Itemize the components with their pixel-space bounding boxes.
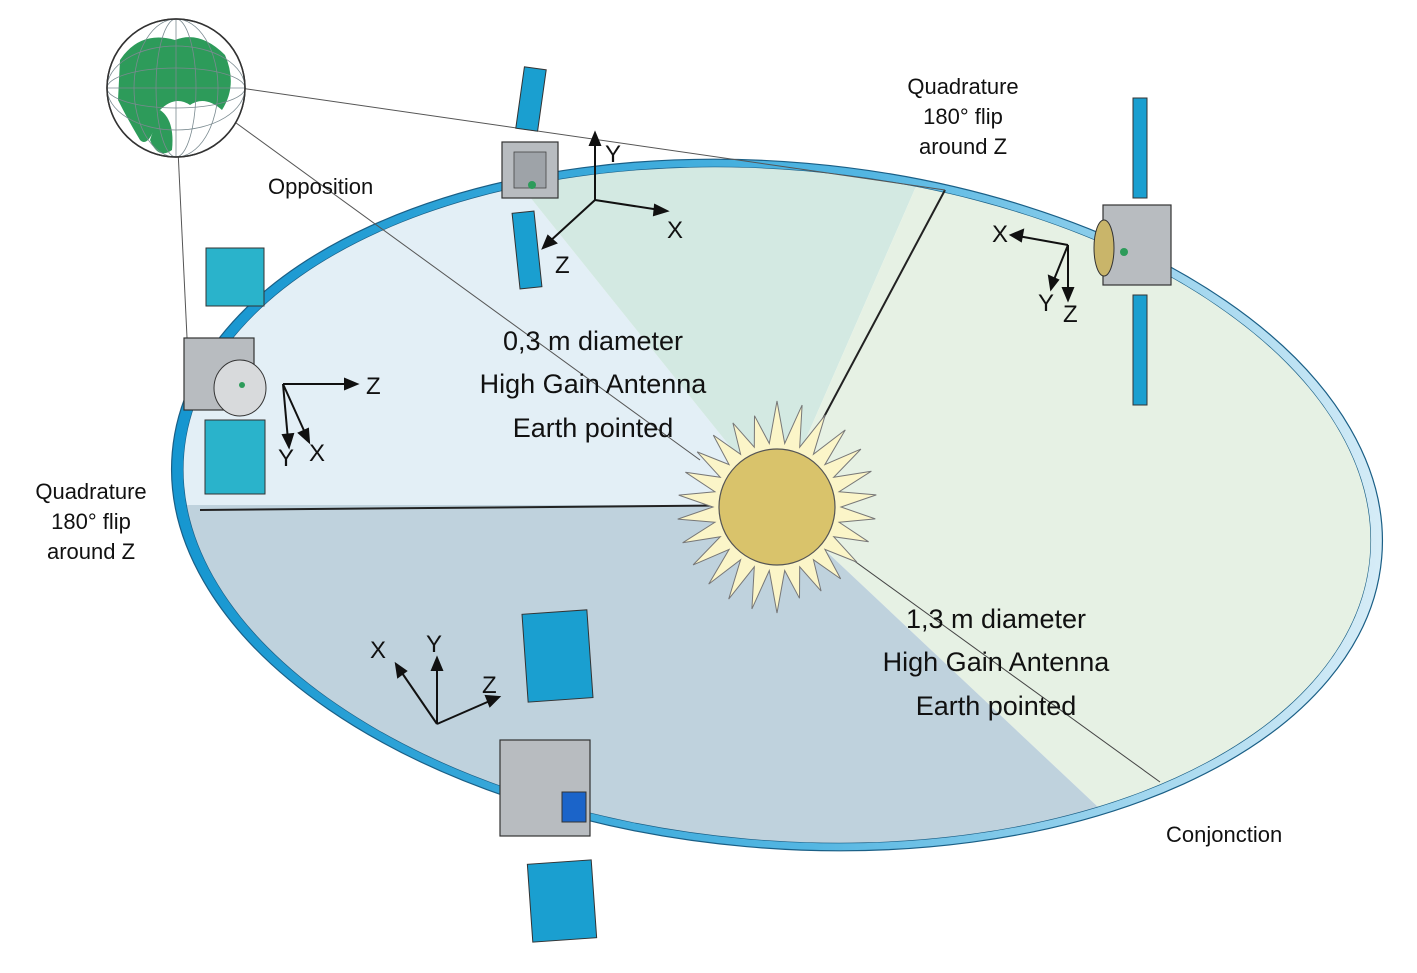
- spacecraft-icon: [1093, 97, 1172, 406]
- axis-triad-left: [281, 377, 360, 450]
- quadrature-top-line2: 180° flip: [923, 104, 1003, 129]
- small-antenna-line2: High Gain Antenna: [480, 369, 708, 399]
- small-antenna-line3: Earth pointed: [513, 413, 674, 443]
- axis-triad-top: [541, 130, 670, 250]
- axis-label-x: X: [992, 221, 1008, 248]
- small-antenna-line1: 0,3 m diameter: [503, 326, 683, 356]
- sun-icon: [677, 400, 877, 614]
- axis-triad-right: [1008, 228, 1075, 303]
- spacecraft-icon: [501, 66, 559, 290]
- quadrature-left-line3: around Z: [47, 539, 135, 564]
- axis-label-x: X: [370, 637, 386, 664]
- axis-label-z: Z: [366, 373, 381, 400]
- axis-label-y: Y: [605, 141, 621, 168]
- axis-label-y: Y: [426, 631, 442, 658]
- opposition-label: Opposition: [268, 174, 373, 199]
- large-antenna-line2: High Gain Antenna: [883, 647, 1111, 677]
- quadrature-top-line3: around Z: [919, 134, 1007, 159]
- earth-globe-icon: [106, 18, 246, 158]
- quadrature-left-line1: Quadrature: [35, 479, 146, 504]
- axis-label-y: Y: [1038, 290, 1054, 317]
- large-antenna-line1: 1,3 m diameter: [906, 604, 1086, 634]
- quadrature-top-line1: Quadrature: [907, 74, 1018, 99]
- axis-label-x: X: [309, 440, 325, 467]
- spacecraft-icon: [183, 247, 267, 495]
- axis-label-x: X: [667, 217, 683, 244]
- axis-triad-bottom: [394, 655, 502, 725]
- spacecraft-icon: [499, 609, 598, 943]
- large-antenna-line3: Earth pointed: [916, 691, 1077, 721]
- quadrature-left-line2: 180° flip: [51, 509, 131, 534]
- axis-label-z: Z: [482, 672, 497, 699]
- conjunction-label: Conjonction: [1166, 822, 1282, 847]
- axis-label-y: Y: [278, 445, 294, 472]
- axis-label-z: Z: [1063, 301, 1078, 328]
- axis-label-z: Z: [555, 252, 570, 279]
